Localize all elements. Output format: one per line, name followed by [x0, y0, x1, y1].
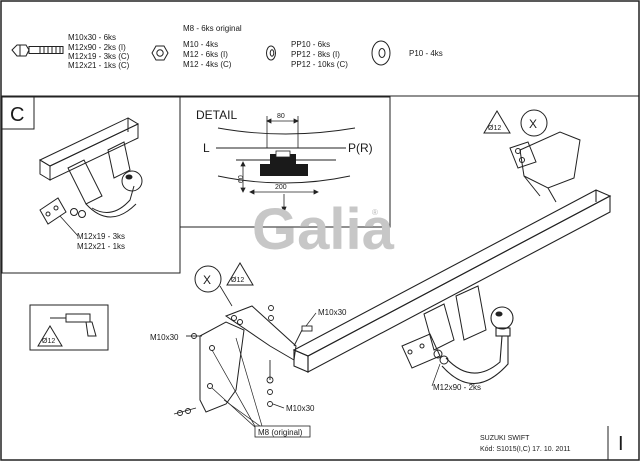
ball-bolts-label: M12x90 - 2ks — [433, 383, 481, 392]
original-nuts-box — [254, 425, 311, 438]
washer-icon — [371, 40, 391, 66]
tool-drill-size: Ø12 — [42, 338, 55, 345]
detail-left-label: L — [203, 141, 210, 155]
detail-frame — [179, 96, 391, 228]
detail-title: DETAIL — [196, 108, 237, 122]
ball-bracket — [401, 285, 487, 369]
detail-dim-80 — [266, 116, 299, 148]
panel-c-tow-ball — [85, 170, 143, 218]
detail-dim-200-label: 200 — [275, 184, 287, 191]
detail-right-label: P(R) — [348, 141, 373, 155]
detail-dim-200 — [249, 189, 319, 214]
detail-socket-slot — [275, 150, 291, 158]
bolt-icon — [11, 44, 64, 57]
drill-tool-box: Ø12 — [29, 304, 109, 351]
detail-hitch-profile — [260, 154, 308, 176]
drawing-code-date: Kód: S1015(I,C) 17. 10. 2011 — [480, 446, 571, 453]
right-x-callout: X Ø12 — [483, 109, 548, 137]
bottom-bolts-leader — [272, 403, 285, 409]
spacer-ring-icon — [266, 45, 276, 61]
bolt-line-4: M12x21 - 1ks (C) — [68, 61, 130, 70]
title-block: SUZUKI SWIFT Kód: S1015(I,C) 17. 10. 201… — [480, 426, 624, 460]
original-nut-leaders — [211, 337, 263, 429]
washer-line-1: P10 - 4ks — [409, 49, 443, 58]
spacer-line-1: PP10 - 6ks — [291, 40, 330, 49]
detail-view: DETAIL 80 L P(R) 60 — [179, 96, 391, 228]
left-bolts-label: M10x30 — [150, 333, 179, 342]
panel-c-letter: C — [10, 104, 24, 126]
bottom-bolts-label: M10x30 — [286, 404, 315, 413]
left-fastener-set — [173, 333, 202, 416]
panel-c-tab — [1, 96, 35, 130]
top-fastener-set — [268, 305, 313, 347]
tow-ball — [441, 306, 514, 385]
spacer-line-2: PP12 - 8ks (I) — [291, 50, 340, 59]
top-bolts-label: M10x30 — [318, 308, 347, 317]
bolt-line-1: M10x30 - 6ks — [68, 33, 116, 42]
bottom-fastener-set — [266, 360, 274, 407]
panel-c: C M12x19 - 3ks M12x21 - 1ks — [1, 96, 181, 274]
detail-dim-80-label: 80 — [277, 113, 285, 120]
panel-c-ball-plate — [39, 197, 86, 225]
nut-line-2: M12 - 6ks (I) — [183, 50, 228, 59]
vehicle-model: SUZUKI SWIFT — [480, 435, 530, 442]
right-drill-size: Ø12 — [488, 125, 501, 132]
left-drill-size: Ø12 — [231, 277, 244, 284]
panel-c-bolt-2: M12x21 - 1ks — [77, 242, 125, 251]
drill-icon — [50, 313, 97, 337]
nut-line-3: M12 - 4ks (C) — [183, 60, 232, 69]
main-crossbeam — [292, 189, 612, 373]
original-nuts-label: M8 (original) — [258, 428, 303, 437]
left-x-mark: X — [203, 273, 211, 287]
bolt-line-3: M12x19 - 3ks (C) — [68, 52, 130, 61]
nuts-title: M8 - 6ks original — [183, 24, 242, 33]
brand-watermark-mark: ® — [372, 208, 378, 217]
panel-c-crossbeam — [38, 117, 140, 205]
bolt-line-2: M12x90 - 2ks (I) — [68, 43, 126, 52]
detail-dim-60 — [240, 161, 246, 193]
top-bolts-leader — [305, 312, 317, 327]
nut-icon — [151, 45, 169, 61]
brand-watermark: Galia — [252, 197, 395, 262]
spacer-line-3: PP12 - 10ks (C) — [291, 60, 348, 69]
right-side-bracket — [509, 131, 581, 203]
tool-drill-triangle — [37, 325, 63, 347]
hardware-list: M10x30 - 6ks M12x90 - 2ks (I) M12x19 - 3… — [11, 24, 443, 70]
detail-dim-60-label: 60 — [238, 175, 245, 183]
left-drill-triangle — [226, 262, 254, 286]
panel-c-bolt-1: M12x19 - 3ks — [77, 232, 125, 241]
right-drill-triangle — [483, 110, 511, 134]
nut-line-1: M10 - 4ks — [183, 40, 218, 49]
left-x-callout: X Ø12 — [194, 262, 254, 307]
page-letter: I — [618, 433, 624, 455]
panel-c-leader — [59, 215, 79, 237]
left-side-bracket — [199, 305, 297, 413]
right-x-mark: X — [529, 117, 537, 131]
ball-bolts-leader — [431, 363, 441, 387]
